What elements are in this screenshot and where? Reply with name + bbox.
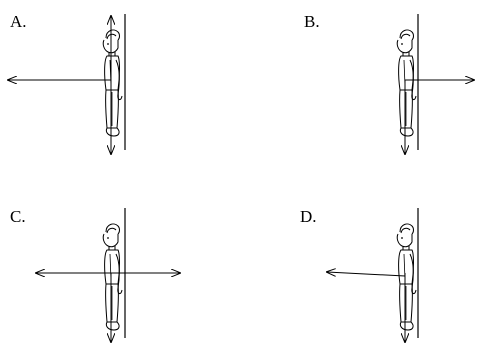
option-c-label: C. xyxy=(10,207,26,226)
option-a-label: A. xyxy=(10,12,27,31)
option-c-figure xyxy=(36,208,180,342)
option-b-label: B. xyxy=(304,12,320,31)
option-d-figure xyxy=(327,208,419,342)
option-a-figure xyxy=(8,14,126,154)
option-d-label: D. xyxy=(300,207,317,226)
arrow-left xyxy=(327,272,406,277)
option-b-figure xyxy=(396,14,474,154)
